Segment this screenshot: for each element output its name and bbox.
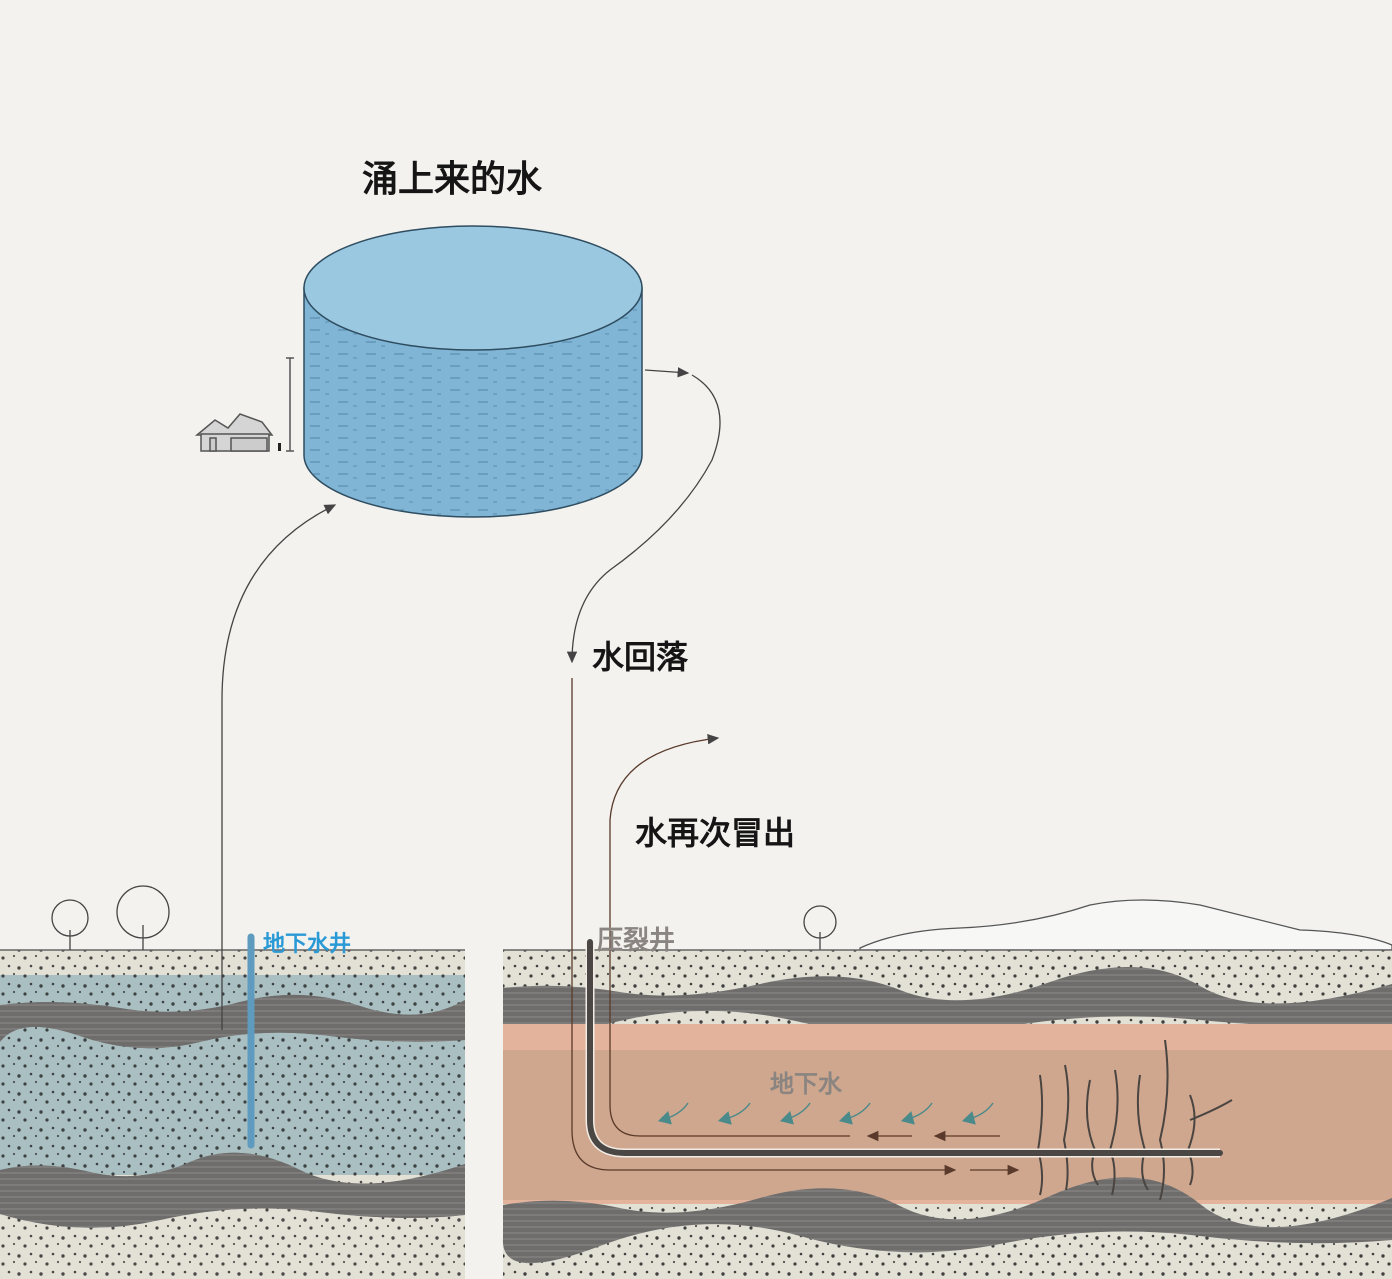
pump-up-arrow: [221, 504, 337, 1030]
frac-well-cross-section: [502, 678, 1392, 1279]
label-surging-water: 涌上来的水: [362, 159, 543, 200]
label-groundwater-well: 地下水井: [263, 932, 352, 957]
flowback-arrow: [609, 734, 850, 1137]
mountain-icon: [859, 899, 1392, 951]
groundwater-seep-arrows: [657, 1102, 994, 1125]
house-scale-icon: [194, 357, 294, 452]
label-water-resurfaces: 水再次冒出: [635, 814, 796, 852]
tree-icon: [51, 885, 170, 950]
label-groundwater: 地下水: [770, 1070, 842, 1098]
water-cylinder: [303, 225, 643, 518]
injection-flow-arrow: [571, 678, 957, 1176]
frac-well-pipe: [587, 939, 1223, 1156]
label-frac-well: 压裂井: [597, 926, 676, 956]
label-water-falls: 水回落: [592, 638, 689, 676]
outflow-arrow: [644, 367, 690, 378]
tree-icon: [803, 905, 837, 950]
water-falls-arrow: [566, 374, 721, 664]
groundwater-well-cross-section: [0, 885, 465, 1279]
